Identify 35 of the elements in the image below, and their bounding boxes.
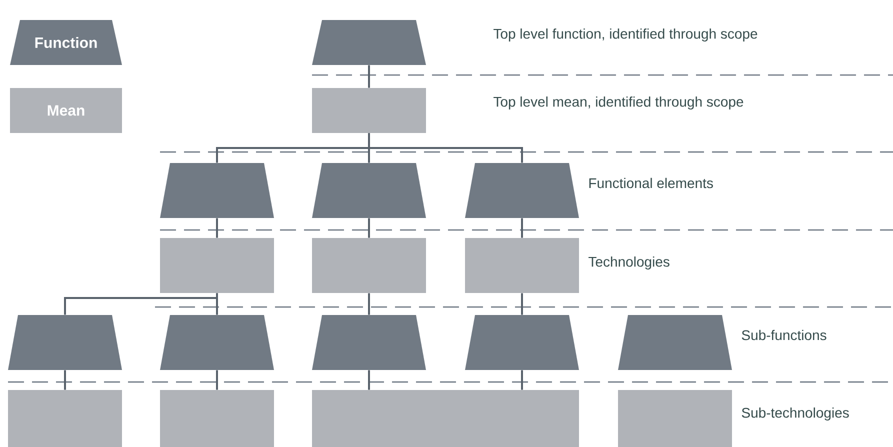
- function-trapezoid: [312, 20, 426, 65]
- connector-line: [368, 133, 523, 163]
- connector-line: [216, 293, 218, 315]
- connector-line: [521, 218, 523, 238]
- connector-line: [521, 293, 523, 315]
- mean-box: [465, 238, 579, 293]
- mean-box: [312, 390, 579, 447]
- level-label: Top level function, identified through scope: [494, 28, 758, 42]
- connector-line: [216, 370, 218, 390]
- mean-box: [312, 238, 426, 293]
- function-trapezoid: [465, 163, 579, 218]
- mean-box: [312, 88, 426, 133]
- function-trapezoid: [465, 315, 579, 370]
- connector-line: [368, 370, 370, 390]
- connector-line: [368, 218, 370, 238]
- function-trapezoid: Function: [10, 20, 122, 65]
- mean-box: [160, 390, 274, 447]
- function-trapezoid: [160, 315, 274, 370]
- function-trapezoid: [8, 315, 122, 370]
- connector-line: [368, 293, 370, 315]
- connector-line: [368, 65, 370, 88]
- mean-box: [160, 238, 274, 293]
- connector-line: [64, 370, 66, 390]
- function-trapezoid: [618, 315, 732, 370]
- level-label: Top level mean, identified through scope: [494, 96, 744, 110]
- function-trapezoid: [312, 315, 426, 370]
- level-label: Sub-technologies: [742, 407, 849, 421]
- connector-line: [216, 218, 218, 238]
- level-label: Technologies: [588, 256, 670, 270]
- connector-line: [521, 370, 523, 390]
- function-trapezoid: [160, 163, 274, 218]
- mean-box: Mean: [10, 88, 122, 133]
- mean-box: [618, 390, 732, 447]
- function-trapezoid: [312, 163, 426, 218]
- mean-box: [8, 390, 122, 447]
